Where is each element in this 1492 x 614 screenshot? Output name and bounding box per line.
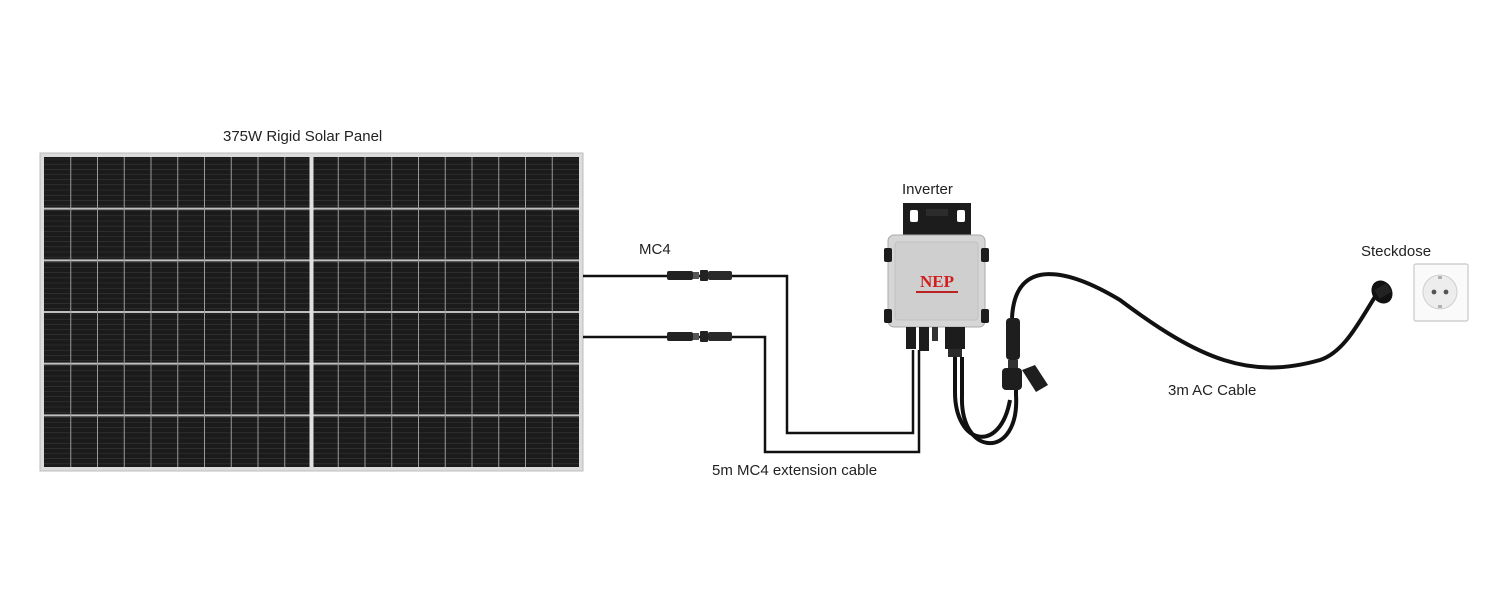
- inverter: NEP: [884, 203, 989, 357]
- panel-cell-grid: [44, 157, 579, 467]
- schuko-plug: [1371, 280, 1393, 304]
- extension-cable-label: 5m MC4 extension cable: [712, 462, 878, 479]
- solar-panel: [39, 152, 584, 472]
- ac-cable-label: 3m AC Cable: [1168, 382, 1257, 399]
- ac-connector: [1002, 318, 1048, 392]
- inverter-ac-loop: [953, 357, 1019, 446]
- ac-cable: [1010, 272, 1380, 370]
- mc4-label: MC4: [639, 241, 671, 258]
- mc4-connector-top: [667, 270, 732, 281]
- inverter-label: Inverter: [902, 181, 953, 198]
- mc4-connector-bottom: [667, 331, 732, 342]
- panel-title: 375W Rigid Solar Panel: [223, 128, 383, 145]
- socket: [1413, 263, 1469, 322]
- inverter-brand-logo: NEP: [920, 272, 954, 291]
- mc4-extension-cables: [583, 274, 921, 454]
- socket-label: Steckdose: [1361, 243, 1432, 260]
